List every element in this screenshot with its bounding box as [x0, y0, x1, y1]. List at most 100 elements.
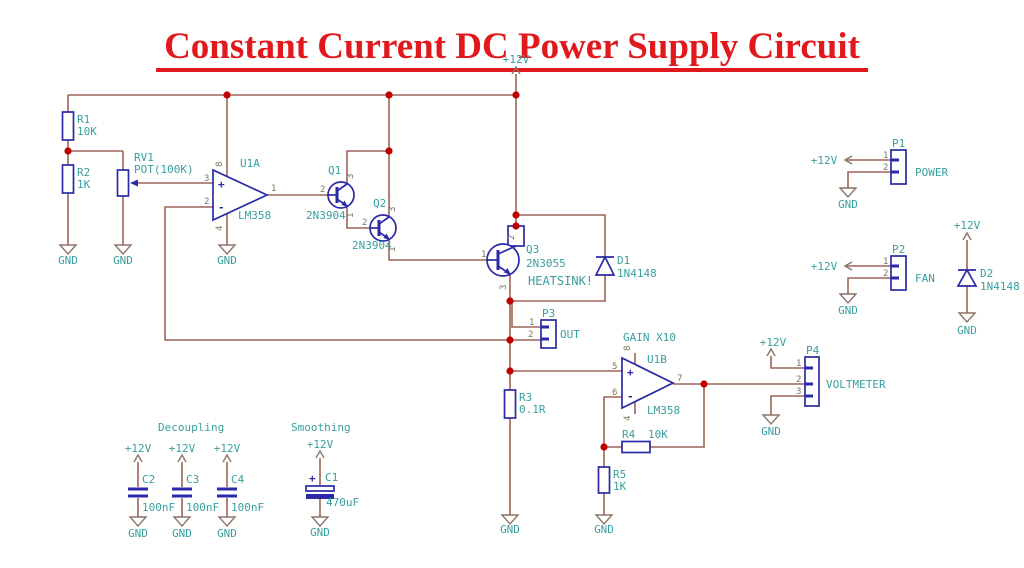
- opamp-minus-mark: -: [627, 390, 634, 403]
- net-label-vcc: +12V: [954, 219, 981, 232]
- value-c2: 100nF: [142, 501, 175, 514]
- value-d2: 1N4148: [980, 280, 1020, 293]
- pin-p4-1: 1: [796, 359, 801, 369]
- net-label-gnd: GND: [217, 254, 237, 267]
- pin-u1a-3: 3: [204, 174, 209, 184]
- ref-rv1: RV1: [134, 151, 154, 164]
- label-p1-power: POWER: [915, 166, 948, 179]
- gnd-symbol-icon: [500, 514, 520, 526]
- pin-q1-3: 3: [346, 174, 356, 179]
- wire: [67, 94, 516, 341]
- resistor-r3: [503, 389, 517, 419]
- pin-q3-3: 3: [499, 285, 509, 290]
- capacitor-c1: +: [305, 472, 335, 499]
- capacitor-c2: [128, 487, 148, 498]
- gnd-symbol-icon: [594, 514, 614, 526]
- gnd-symbol-icon: [838, 293, 858, 305]
- value-u1a: LM358: [238, 209, 271, 222]
- gnd-symbol-icon: [957, 312, 977, 324]
- value-q3: 2N3055: [526, 257, 566, 270]
- label-p2-fan: FAN: [915, 272, 935, 285]
- value-c3: 100nF: [186, 501, 219, 514]
- pin-q1-2: 2: [320, 185, 325, 195]
- c1-polarity-mark: +: [309, 472, 316, 485]
- potentiometer-rv1: [116, 169, 138, 197]
- value-r4: 10K: [648, 428, 668, 441]
- net-label-gnd: GND: [761, 425, 781, 438]
- resistor-r2: [61, 164, 75, 194]
- gnd-symbol-icon: [217, 244, 237, 256]
- ref-r2: R2: [77, 166, 90, 179]
- gnd-symbol-icon: [761, 414, 781, 426]
- vcc-arrow-icon: [177, 453, 187, 463]
- net-label-gnd: GND: [500, 523, 520, 536]
- connector-p4: [804, 356, 820, 407]
- value-d1: 1N4148: [617, 267, 657, 280]
- net-label-gnd: GND: [594, 523, 614, 536]
- value-c4: 100nF: [231, 501, 264, 514]
- ref-u1a: U1A: [240, 157, 260, 170]
- opamp-u1b: + -: [621, 356, 675, 410]
- vcc-arrow-icon: [315, 449, 325, 459]
- ref-d1: D1: [617, 254, 630, 267]
- gnd-symbol-icon: [58, 244, 78, 256]
- ref-c3: C3: [186, 473, 199, 486]
- ref-r3: R3: [519, 391, 532, 404]
- pin-p4-2: 2: [796, 375, 801, 385]
- opamp-plus-mark: +: [627, 366, 634, 379]
- net-label-gnd: GND: [838, 304, 858, 317]
- ref-q1: Q1: [328, 164, 341, 177]
- vcc-arrow-icon: [843, 261, 853, 271]
- net-label-gnd: GND: [113, 254, 133, 267]
- annotation-gain: GAIN X10: [623, 331, 676, 344]
- resistor-r5: [597, 466, 611, 494]
- pin-q2-1: 1: [388, 247, 398, 252]
- ref-c1: C1: [325, 471, 338, 484]
- label-p3-out: OUT: [560, 328, 580, 341]
- pin-p1-2: 2: [883, 163, 888, 173]
- note-q3-heatsink: HEATSINK!: [528, 274, 593, 288]
- pin-p2-2: 2: [883, 269, 888, 279]
- ref-r4: R4: [622, 428, 636, 441]
- pin-p1-1: 1: [883, 151, 888, 161]
- pin-p3-2: 2: [528, 330, 533, 340]
- ref-d2: D2: [980, 267, 993, 280]
- net-label-vcc: +12V: [503, 53, 530, 66]
- gnd-symbol-icon: [113, 244, 133, 256]
- opamp-plus-mark: +: [218, 178, 225, 191]
- ref-p3: P3: [542, 307, 555, 320]
- pin-u1a-1: 1: [271, 184, 276, 194]
- connector-p2: [890, 255, 907, 291]
- labels: +12V +12V +12V +12V +12V +12V +12V +12V …: [58, 53, 1020, 540]
- net-label-vcc: +12V: [214, 442, 241, 455]
- vcc-arrow-icon: [962, 231, 972, 241]
- net-label-gnd: GND: [310, 526, 330, 539]
- pin-u1a-2: 2: [204, 197, 209, 207]
- capacitor-c3: [172, 487, 192, 498]
- value-q1: 2N3904: [306, 209, 346, 222]
- net-label-vcc: +12V: [169, 442, 196, 455]
- wire: [509, 74, 805, 515]
- pin-u1a-4: 4: [215, 226, 225, 231]
- pin-p2-1: 1: [883, 257, 888, 267]
- ref-u1b: U1B: [647, 353, 667, 366]
- pin-u1b-6: 6: [612, 388, 617, 398]
- power-symbols: [58, 65, 977, 528]
- transistor-q2: [369, 214, 397, 242]
- net-label-vcc: +12V: [811, 154, 838, 167]
- pin-u1b-8: 8: [623, 346, 633, 351]
- gnd-symbol-icon: [128, 516, 148, 528]
- opamp-u1a: + -: [212, 168, 270, 222]
- ref-r5: R5: [613, 468, 626, 481]
- value-rv1: POT(100K): [134, 163, 194, 176]
- junction-dots: [64, 91, 708, 451]
- gnd-symbol-icon: [310, 516, 330, 528]
- pin-u1a-8: 8: [215, 162, 225, 167]
- pin-q3-2: 2: [507, 235, 517, 240]
- wire: [137, 159, 968, 517]
- connector-p1: [890, 149, 907, 185]
- label-p4-voltmeter: VOLTMETER: [826, 378, 886, 391]
- ref-p4: P4: [806, 344, 820, 357]
- vcc-arrow-icon: [843, 155, 853, 165]
